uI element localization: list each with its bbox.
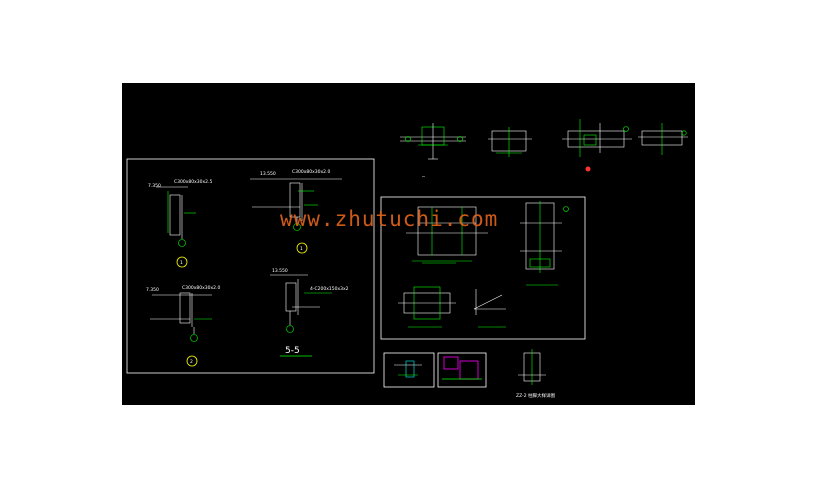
detail-4 bbox=[270, 274, 332, 333]
cad-drawing: — 7.350 C300x80x30x2.5 1 bbox=[126, 119, 688, 399]
detail-2-elev: 13.550 bbox=[260, 171, 276, 177]
bottom-detail-footing bbox=[518, 349, 546, 385]
detail-1-elev: 7.350 bbox=[148, 183, 161, 189]
bottom-panel-1-content bbox=[394, 360, 422, 378]
site-watermark: www.zhutuchi.com bbox=[280, 207, 499, 231]
bottom-panel-1-frame bbox=[383, 352, 435, 388]
detail-4-spec: 4-C200x150x3x2 bbox=[310, 286, 349, 292]
middle-panel-frame bbox=[380, 196, 586, 340]
detail-2-spec: C300x80x30x2.0 bbox=[292, 169, 330, 175]
top-detail-1 bbox=[400, 123, 466, 160]
detail-2 bbox=[250, 178, 342, 231]
detail-1-spec: C300x80x30x2.5 bbox=[174, 179, 212, 185]
detail-3-marker-circle bbox=[186, 355, 198, 367]
bottom-caption: ZZ-2 柱脚大样详图 bbox=[516, 392, 556, 399]
detail-4-elev: 13.550 bbox=[272, 268, 288, 274]
top-detail-3-marker bbox=[585, 166, 591, 172]
detail-1-marker: 1 bbox=[180, 260, 183, 266]
detail-1 bbox=[156, 186, 196, 247]
top-detail-2 bbox=[488, 127, 532, 157]
middle-detail-slope bbox=[473, 289, 506, 315]
middle-detail-column bbox=[520, 201, 569, 273]
left-panel-frame bbox=[126, 158, 375, 374]
top-detail-1-caption: — bbox=[422, 174, 426, 180]
detail-2-marker: 1 bbox=[300, 246, 303, 252]
detail-2-marker-circle bbox=[296, 242, 308, 254]
detail-1-marker-circle bbox=[176, 256, 188, 268]
detail-3-marker: 2 bbox=[190, 359, 193, 365]
middle-detail-plan bbox=[398, 286, 456, 320]
cad-drawing-canvas[interactable]: — 7.350 C300x80x30x2.5 1 bbox=[122, 83, 695, 405]
detail-3-spec: C300x80x30x2.0 bbox=[182, 285, 220, 291]
bottom-panel-2-content bbox=[442, 356, 482, 380]
section-label: 5-5 bbox=[285, 346, 300, 356]
middle-detail-elevation bbox=[406, 206, 488, 262]
detail-3-elev: 7.350 bbox=[146, 287, 159, 293]
top-detail-4 bbox=[638, 123, 688, 155]
bottom-panel-2-frame bbox=[437, 352, 487, 388]
detail-3 bbox=[150, 292, 212, 342]
top-detail-3 bbox=[562, 119, 632, 157]
